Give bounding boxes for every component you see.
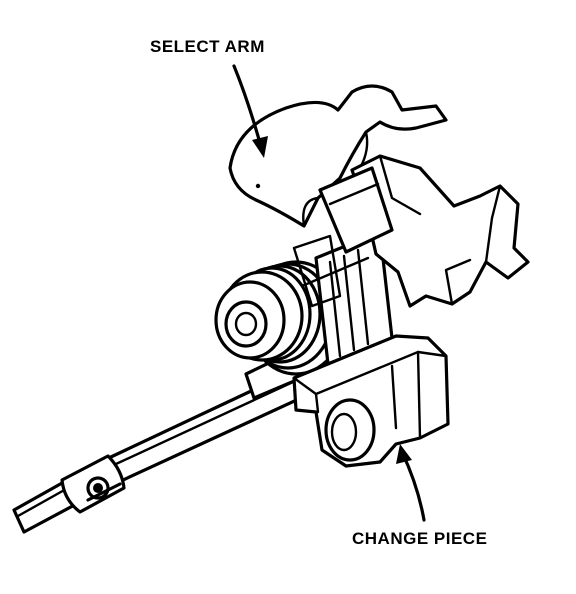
change-piece — [292, 334, 450, 468]
guide-plate — [292, 166, 394, 308]
rod-clevis — [60, 454, 126, 514]
change-piece-arrow — [396, 444, 426, 522]
select-arm-label: SELECT ARM — [150, 37, 265, 56]
right-fork — [350, 154, 530, 308]
shaft-end — [224, 300, 268, 348]
change-piece-label: CHANGE PIECE — [352, 529, 487, 548]
select-arm-arrow — [232, 64, 268, 158]
